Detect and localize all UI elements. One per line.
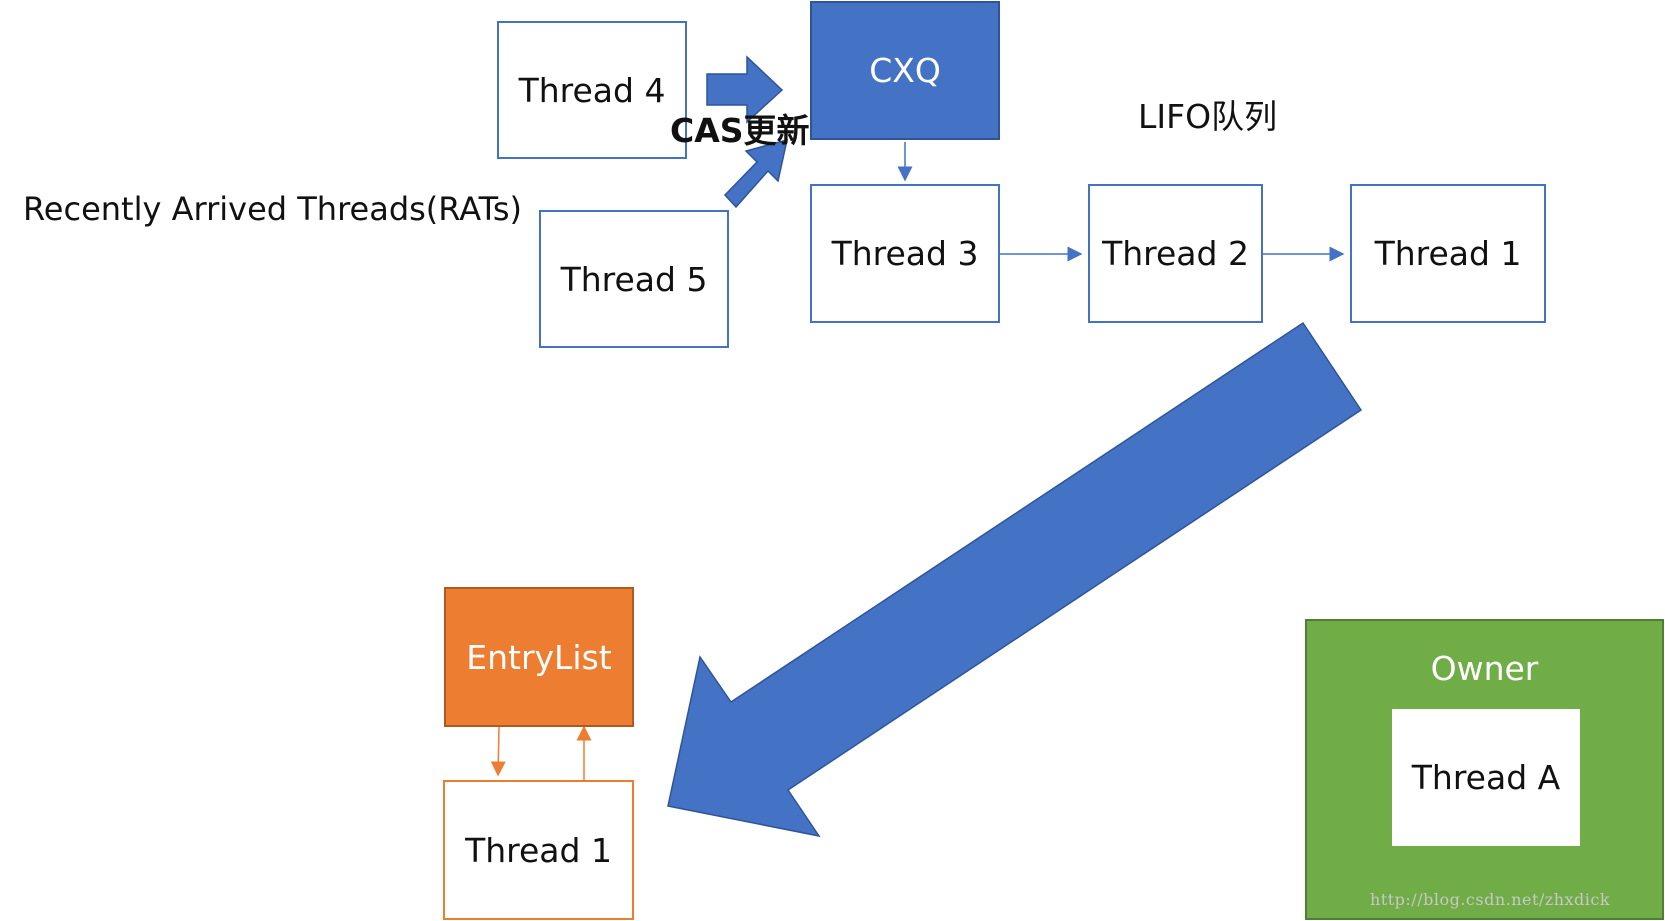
thread1-entry-box: Thread 1 bbox=[443, 780, 634, 920]
thread3-box: Thread 3 bbox=[810, 184, 1000, 323]
thread2-box: Thread 2 bbox=[1088, 184, 1263, 323]
connector-entrylist-to-thread1 bbox=[490, 726, 506, 777]
threadA-box: Thread A bbox=[1392, 709, 1580, 846]
owner-box: Owner Thread A bbox=[1305, 619, 1664, 920]
thread4-label: Thread 4 bbox=[518, 70, 666, 110]
entrylist-label: EntryList bbox=[466, 637, 612, 677]
cxq-label: CXQ bbox=[869, 51, 941, 90]
cas-update-label: CAS更新 bbox=[670, 111, 810, 150]
thread5-label: Thread 5 bbox=[560, 259, 708, 299]
thread1-cxq-box: Thread 1 bbox=[1350, 184, 1546, 323]
thread3-label: Thread 3 bbox=[831, 234, 979, 273]
owner-label: Owner bbox=[1430, 649, 1539, 688]
lifo-queue-label: LIFO队列 bbox=[1138, 97, 1278, 136]
thread1-cxq-label: Thread 1 bbox=[1374, 234, 1522, 273]
cas-arrow-from-thread4 bbox=[706, 55, 784, 124]
big-transfer-arrow bbox=[667, 321, 1363, 838]
entrylist-box: EntryList bbox=[444, 587, 634, 727]
thread4-box: Thread 4 bbox=[497, 21, 687, 159]
watermark-url: http://blog.csdn.net/zhxdick bbox=[1370, 890, 1611, 909]
cxq-box: CXQ bbox=[810, 1, 1000, 140]
cas-arrow-from-thread5 bbox=[723, 138, 788, 209]
rats-label: Recently Arrived Threads(RATs) bbox=[23, 190, 523, 228]
thread5-box: Thread 5 bbox=[539, 210, 729, 348]
thread2-label: Thread 2 bbox=[1102, 234, 1249, 273]
threadA-label: Thread A bbox=[1411, 758, 1561, 797]
thread1-entry-label: Thread 1 bbox=[465, 830, 612, 870]
